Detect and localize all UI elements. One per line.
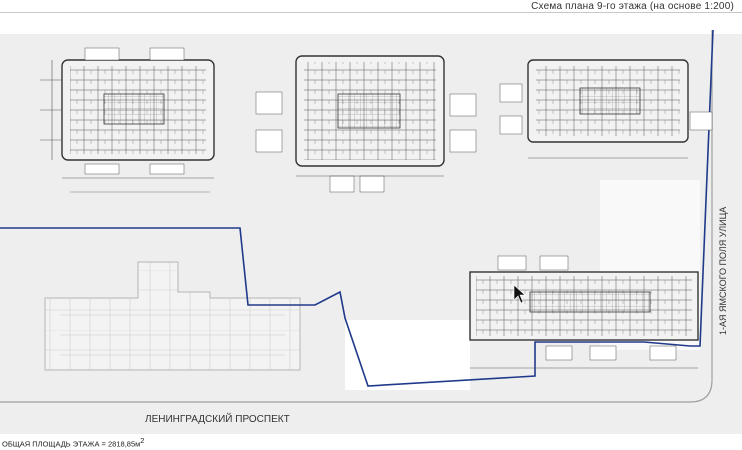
street-label-bottom: ЛЕНИНГРАДСКИЙ ПРОСПЕКТ (145, 412, 290, 425)
building-plan-3 (499, 59, 713, 159)
lower-white-zone (345, 320, 470, 390)
site-plan: ЛЕНИНГРАДСКИЙ ПРОСПЕКТ 1-АЯ ЯМСКОГО ПОЛЯ… (0, 30, 742, 434)
building-plan-2 (255, 55, 477, 193)
courtyard-white (0, 30, 742, 34)
plot-boundary (0, 30, 714, 387)
road-curb (0, 30, 713, 403)
header-divider (0, 12, 742, 13)
total-area-label: ОБЩАЯ ПЛОЩАДЬ ЭТАЖА = 2818,85м (2, 439, 141, 449)
existing-building (44, 261, 301, 371)
footer-total-area: ОБЩАЯ ПЛОЩАДЬ ЭТАЖА = 2818,85м2 (2, 436, 144, 449)
page-title: Схема плана 9-го этажа (на основе 1:200) (531, 1, 734, 12)
mouse-cursor-icon (513, 284, 526, 304)
street-label-right: 1-АЯ ЯМСКОГО ПОЛЯ УЛИЦА (718, 207, 728, 335)
area-unit: 2 (140, 436, 145, 445)
building-plan-1 (40, 47, 215, 193)
building-plan-4 (469, 255, 699, 369)
